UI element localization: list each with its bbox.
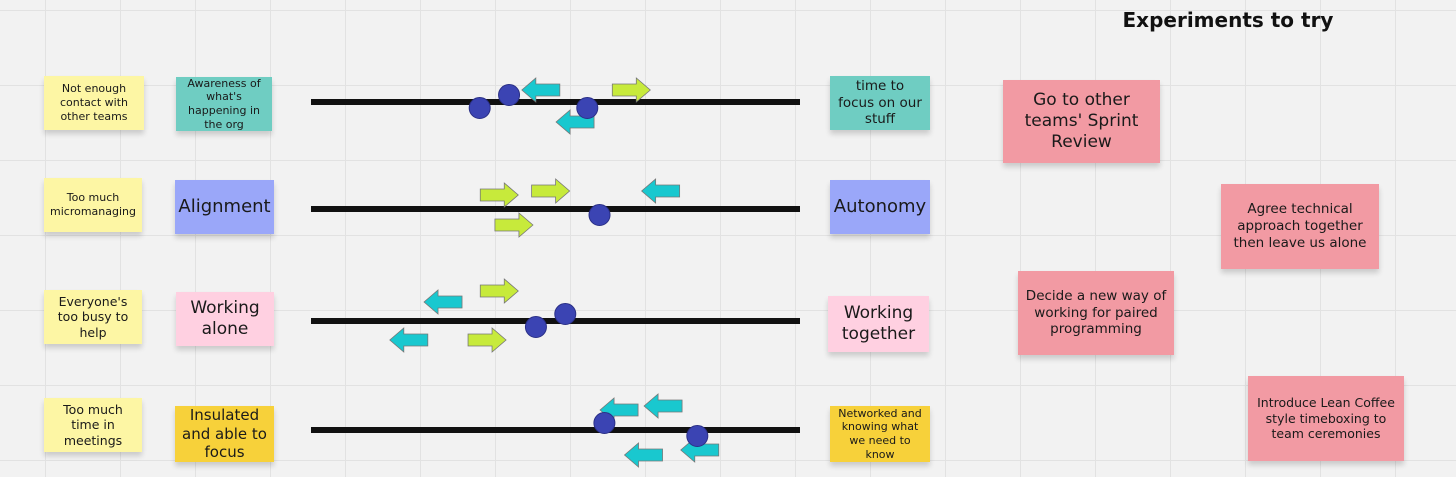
left-pole-note-3[interactable]: Working alone <box>176 292 274 346</box>
arrow-right-icon[interactable] <box>467 327 507 353</box>
problem-note-2[interactable]: Too much micromanaging <box>44 178 142 232</box>
vote-dot[interactable] <box>593 412 616 434</box>
right-pole-note-3[interactable]: Working together <box>828 296 929 352</box>
experiment-note-1[interactable]: Go to other teams' Sprint Review <box>1003 80 1160 163</box>
arrow-right-icon[interactable] <box>479 278 519 304</box>
arrow-left-icon[interactable] <box>521 77 561 103</box>
arrow-left-icon[interactable] <box>623 442 663 468</box>
problem-note-4[interactable]: Too much time in meetings <box>44 398 142 452</box>
arrow-right-icon[interactable] <box>494 212 534 238</box>
vote-dot[interactable] <box>498 84 521 106</box>
right-pole-note-1[interactable]: time to focus on our stuff <box>830 76 930 130</box>
vote-dot[interactable] <box>576 97 599 119</box>
left-pole-note-1[interactable]: Awareness of what's happening in the org <box>176 77 272 131</box>
arrow-left-icon[interactable] <box>641 178 681 204</box>
arrow-right-icon[interactable] <box>611 77 651 103</box>
vote-dot[interactable] <box>686 425 709 447</box>
experiment-note-2[interactable]: Agree technical approach together then l… <box>1221 184 1379 269</box>
problem-note-3[interactable]: Everyone's too busy to help <box>44 290 142 344</box>
right-pole-note-4[interactable]: Networked and knowing what we need to kn… <box>830 406 930 462</box>
vote-dot[interactable] <box>554 303 577 325</box>
right-pole-note-2[interactable]: Autonomy <box>830 180 930 234</box>
vote-dot[interactable] <box>468 97 491 119</box>
problem-note-1[interactable]: Not enough contact with other teams <box>44 76 144 130</box>
experiment-note-3[interactable]: Decide a new way of working for paired p… <box>1018 271 1174 355</box>
left-pole-note-4[interactable]: Insulated and able to focus <box>175 406 274 462</box>
arrow-right-icon[interactable] <box>479 182 519 208</box>
experiment-note-4[interactable]: Introduce Lean Coffee style timeboxing t… <box>1248 376 1404 461</box>
vote-dot[interactable] <box>588 204 611 226</box>
vote-dot[interactable] <box>524 316 547 338</box>
arrow-left-icon[interactable] <box>643 393 683 419</box>
arrow-left-icon[interactable] <box>389 327 429 353</box>
arrow-right-icon[interactable] <box>531 178 571 204</box>
left-pole-note-2[interactable]: Alignment <box>175 180 274 234</box>
arrow-left-icon[interactable] <box>423 289 463 315</box>
experiments-heading: Experiments to try <box>1122 8 1334 32</box>
